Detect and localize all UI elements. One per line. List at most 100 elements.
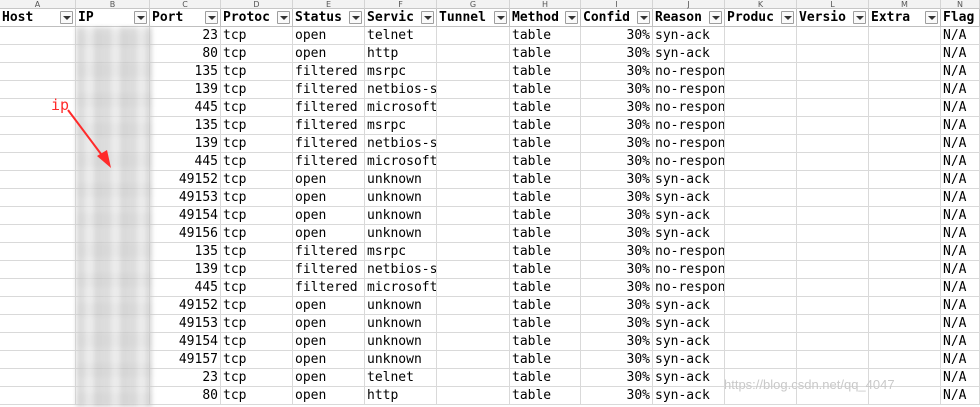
cell-proto[interactable]: tcp [221, 225, 293, 243]
cell-proto[interactable]: tcp [221, 315, 293, 333]
cell-empty[interactable] [0, 171, 76, 189]
cell-empty[interactable] [437, 243, 510, 261]
cell-method[interactable]: table [510, 207, 581, 225]
filter-dropdown-icon[interactable] [637, 11, 650, 24]
cell-conf[interactable]: 30% [581, 243, 653, 261]
cell-empty[interactable] [869, 81, 941, 99]
header-cell-port[interactable]: Port [150, 9, 221, 27]
cell-empty[interactable] [869, 189, 941, 207]
cell-empty[interactable] [437, 45, 510, 63]
header-cell-ip[interactable]: IP [76, 9, 150, 27]
cell-empty[interactable] [0, 189, 76, 207]
cell-conf[interactable]: 30% [581, 387, 653, 405]
cell-empty[interactable] [725, 99, 797, 117]
cell-empty[interactable] [869, 135, 941, 153]
cell-method[interactable]: table [510, 315, 581, 333]
cell-method[interactable]: table [510, 369, 581, 387]
cell-port[interactable]: 139 [150, 81, 221, 99]
column-letter-k[interactable]: K [725, 0, 797, 9]
cell-proto[interactable]: tcp [221, 153, 293, 171]
cell-empty[interactable] [797, 99, 869, 117]
cell-port[interactable]: 49154 [150, 207, 221, 225]
cell-reason[interactable]: syn-ack [653, 315, 725, 333]
cell-empty[interactable] [869, 261, 941, 279]
column-letter-c[interactable]: C [150, 0, 221, 9]
cell-empty[interactable] [0, 297, 76, 315]
cell-method[interactable]: table [510, 387, 581, 405]
cell-method[interactable]: table [510, 63, 581, 81]
cell-empty[interactable] [797, 333, 869, 351]
cell-empty[interactable] [797, 171, 869, 189]
cell-reason[interactable]: syn-ack [653, 225, 725, 243]
cell-reason[interactable]: syn-ack [653, 387, 725, 405]
cell-conf[interactable]: 30% [581, 63, 653, 81]
header-cell-method[interactable]: Method [510, 9, 581, 27]
header-cell-confid[interactable]: Confid [581, 9, 653, 27]
cell-status[interactable]: open [293, 315, 365, 333]
cell-status[interactable]: filtered [293, 81, 365, 99]
cell-service[interactable]: unknown [365, 351, 437, 369]
cell-port[interactable]: 23 [150, 27, 221, 45]
filter-dropdown-icon[interactable] [494, 11, 507, 24]
cell-empty[interactable] [0, 45, 76, 63]
column-letter-j[interactable]: J [653, 0, 725, 9]
cell-empty[interactable] [0, 135, 76, 153]
cell-method[interactable]: table [510, 45, 581, 63]
cell-method[interactable]: table [510, 117, 581, 135]
cell-empty[interactable] [797, 369, 869, 387]
cell-empty[interactable] [869, 171, 941, 189]
cell-conf[interactable]: 30% [581, 207, 653, 225]
cell-empty[interactable] [437, 81, 510, 99]
cell-empty[interactable] [437, 225, 510, 243]
column-letter-l[interactable]: L [797, 0, 869, 9]
cell-empty[interactable] [869, 99, 941, 117]
filter-dropdown-icon[interactable] [277, 11, 290, 24]
cell-service[interactable]: http [365, 387, 437, 405]
cell-port[interactable]: 23 [150, 369, 221, 387]
cell-empty[interactable] [869, 279, 941, 297]
cell-empty[interactable] [797, 117, 869, 135]
cell-empty[interactable] [437, 189, 510, 207]
cell-empty[interactable] [437, 279, 510, 297]
cell-reason[interactable]: syn-ack [653, 351, 725, 369]
cell-status[interactable]: open [293, 45, 365, 63]
cell-status[interactable]: filtered [293, 117, 365, 135]
cell-status[interactable]: open [293, 27, 365, 45]
cell-empty[interactable] [725, 297, 797, 315]
cell-port[interactable]: 135 [150, 243, 221, 261]
cell-empty[interactable] [797, 351, 869, 369]
header-cell-tunnel[interactable]: Tunnel [437, 9, 510, 27]
cell-conf[interactable]: 30% [581, 225, 653, 243]
cell-empty[interactable] [725, 279, 797, 297]
cell-proto[interactable]: tcp [221, 117, 293, 135]
cell-empty[interactable] [725, 27, 797, 45]
cell-reason[interactable]: syn-ack [653, 45, 725, 63]
cell-status[interactable]: filtered [293, 279, 365, 297]
cell-proto[interactable]: tcp [221, 387, 293, 405]
cell-empty[interactable] [0, 81, 76, 99]
cell-proto[interactable]: tcp [221, 135, 293, 153]
cell-port[interactable]: 135 [150, 117, 221, 135]
cell-method[interactable]: table [510, 261, 581, 279]
cell-status[interactable]: open [293, 369, 365, 387]
cell-method[interactable]: table [510, 135, 581, 153]
cell-proto[interactable]: tcp [221, 333, 293, 351]
cell-empty[interactable] [869, 351, 941, 369]
cell-service[interactable]: netbios-ssn [365, 135, 437, 153]
cell-empty[interactable] [725, 225, 797, 243]
filter-dropdown-icon[interactable] [60, 11, 73, 24]
cell-empty[interactable] [725, 333, 797, 351]
cell-conf[interactable]: 30% [581, 369, 653, 387]
cell-empty[interactable] [437, 27, 510, 45]
cell-empty[interactable] [725, 369, 797, 387]
cell-conf[interactable]: 30% [581, 27, 653, 45]
cell-empty[interactable] [0, 243, 76, 261]
cell-empty[interactable] [437, 315, 510, 333]
cell-empty[interactable] [797, 315, 869, 333]
cell-reason[interactable]: syn-ack [653, 189, 725, 207]
cell-method[interactable]: table [510, 225, 581, 243]
cell-proto[interactable]: tcp [221, 207, 293, 225]
filter-dropdown-icon[interactable] [781, 11, 794, 24]
cell-empty[interactable] [0, 225, 76, 243]
cell-empty[interactable] [797, 27, 869, 45]
